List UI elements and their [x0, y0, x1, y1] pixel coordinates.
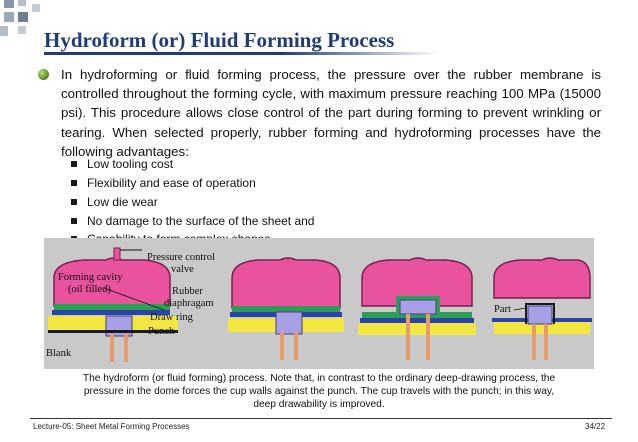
intro-paragraph: In hydroforming or fluid forming process… — [61, 67, 601, 159]
label-pressure-valve-2: valve — [171, 264, 194, 275]
label-cavity-2: (oil filled) — [68, 284, 111, 295]
label-punch: Punch — [148, 326, 175, 337]
list-item-text: Flexibility and ease of operation — [87, 176, 256, 190]
stage-2 — [228, 257, 344, 360]
label-cavity: Forming cavity — [58, 272, 123, 283]
square-bullet-icon — [71, 218, 77, 224]
square-bullet-icon — [71, 199, 77, 205]
list-item-text: Low die wear — [87, 195, 158, 209]
square-bullet-icon — [71, 180, 77, 186]
footer-divider — [30, 418, 612, 419]
label-draw-ring: Draw ring — [150, 312, 194, 323]
slide-title: Hydroform (or) Fluid Forming Process — [44, 28, 395, 52]
list-item-text: Low tooling cost — [87, 157, 174, 171]
label-pressure-valve: Pressure control — [147, 252, 215, 263]
label-diaphragm: Rubber — [172, 286, 203, 297]
caption-line: pressure in the dome forces the cup wall… — [83, 386, 555, 398]
footer-lecture: Lecture-05: Sheet Metal Forming Processe… — [33, 422, 190, 431]
list-item-text: No damage to the surface of the sheet an… — [87, 214, 315, 228]
stage-1 — [48, 247, 178, 362]
square-bullet-icon — [71, 161, 77, 167]
label-part: Part — [494, 304, 511, 315]
stage-4 — [492, 257, 592, 360]
hydroform-figure: Pressure control valve Forming cavity (o… — [44, 238, 594, 369]
title-underline — [44, 52, 439, 55]
list-item-text: Capability to form complex shapes. — [87, 232, 274, 240]
label-blank: Blank — [46, 348, 72, 359]
caption-line: The hydroform (or fluid forming) process… — [82, 373, 556, 384]
bullet-orb-icon — [38, 69, 49, 80]
hydroform-diagram: Pressure control valve Forming cavity (o… — [46, 247, 592, 362]
label-diaphragm-2: diaphragam — [164, 298, 214, 309]
stage-3 — [358, 257, 476, 360]
caption-line: deep drawability is improved. — [253, 399, 385, 411]
footer-page-number: 34/22 — [585, 422, 606, 431]
figure-caption: The hydroform (or fluid forming) process… — [44, 372, 594, 412]
